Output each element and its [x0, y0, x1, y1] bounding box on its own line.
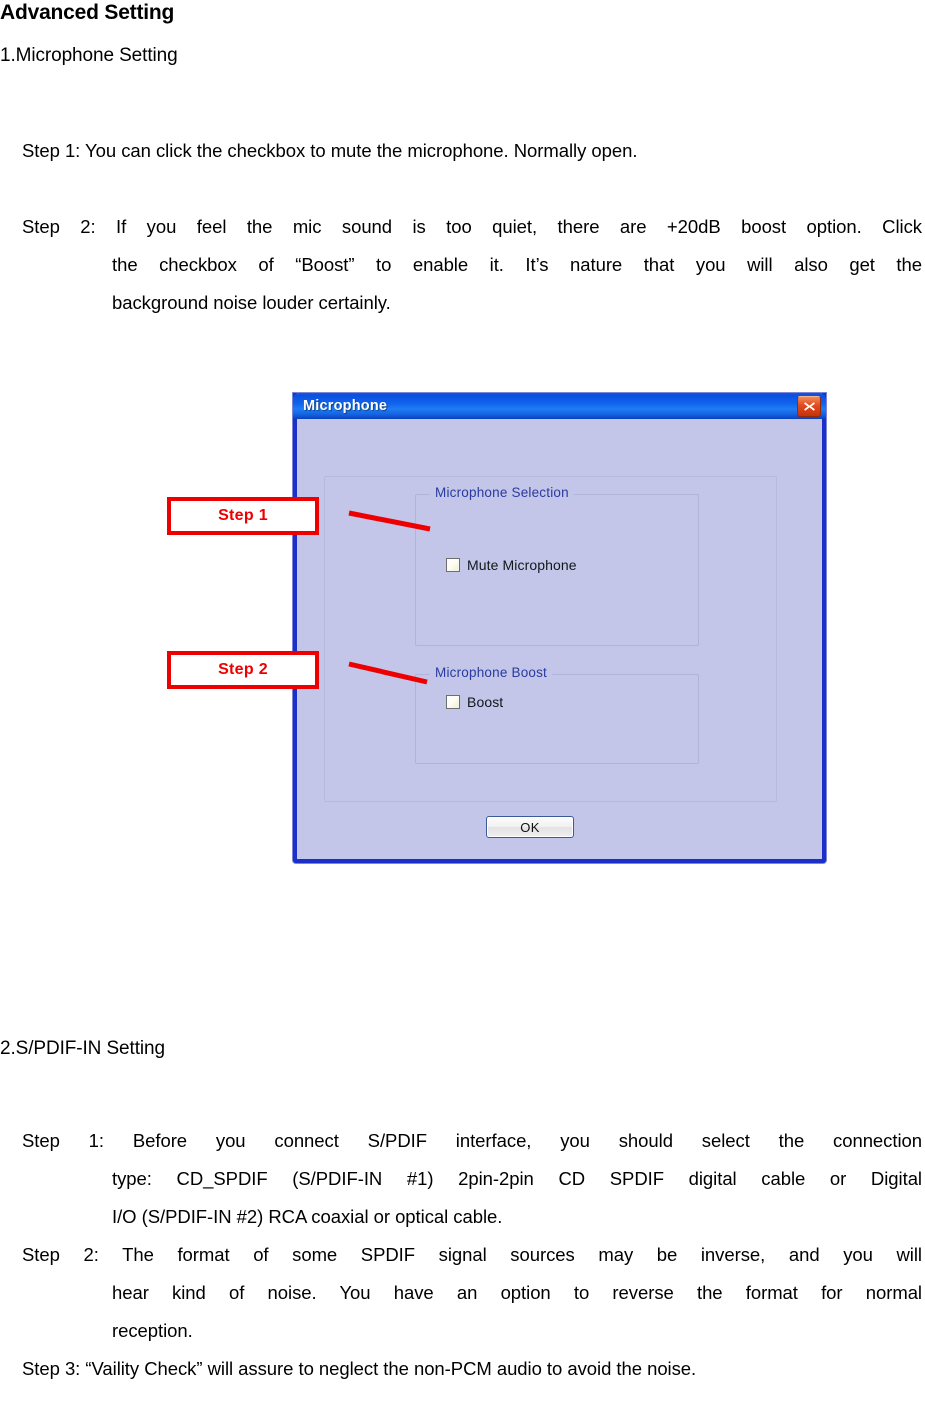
close-icon[interactable] [797, 395, 821, 417]
dialog-title-bar: Microphone [293, 393, 826, 419]
boost-label: Boost [467, 694, 504, 710]
paragraph-line: background noise louder certainly. [112, 292, 391, 313]
paragraph-mic-step2: Step 2: If you feel the mic sound is too… [22, 208, 922, 322]
callout-step-1: Step 1 [167, 497, 319, 535]
group-label: Microphone Boost [430, 665, 553, 680]
group-microphone-selection: Microphone Selection Mute Microphone [415, 485, 699, 646]
section-heading-spdif: 2.S/PDIF-IN Setting [0, 1038, 165, 1059]
section-heading-microphone: 1.Microphone Setting [0, 45, 178, 66]
callout-step-2: Step 2 [167, 651, 319, 689]
dialog-body: Microphone Selection Mute Microphone Mic… [297, 419, 822, 859]
paragraph-spdif-step2: Step 2: The format of some SPDIF signal … [22, 1236, 922, 1350]
dialog-title: Microphone [303, 398, 388, 414]
checkbox-icon[interactable] [446, 695, 460, 709]
page-title: Advanced Setting [0, 1, 175, 24]
dialog-content-panel [324, 476, 777, 802]
mute-microphone-label: Mute Microphone [467, 557, 577, 573]
checkbox-icon[interactable] [446, 558, 460, 572]
paragraph-line: type: CD_SPDIF (S/PDIF-IN #1) 2pin-2pin … [112, 1168, 922, 1189]
mute-microphone-checkbox-row[interactable]: Mute Microphone [446, 557, 577, 573]
paragraph-line: Step 2: If you feel the mic sound is too… [22, 216, 922, 237]
paragraph-mic-step1: Step 1: You can click the checkbox to mu… [22, 132, 912, 170]
ok-button[interactable]: OK [486, 816, 574, 838]
paragraph-line: I/O (S/PDIF-IN #2) RCA coaxial or optica… [112, 1206, 503, 1227]
group-label: Microphone Selection [430, 485, 574, 500]
group-microphone-boost: Microphone Boost Boost [415, 665, 699, 764]
paragraph-line: reception. [112, 1320, 193, 1341]
paragraph-spdif-step1: Step 1: Before you connect S/PDIF interf… [22, 1122, 922, 1236]
paragraph-line: Step 1: You can click the checkbox to mu… [22, 140, 638, 161]
paragraph-spdif-step3: Step 3: “Vaility Check” will assure to n… [22, 1350, 925, 1388]
boost-checkbox-row[interactable]: Boost [446, 694, 503, 710]
paragraph-line: hear kind of noise. You have an option t… [112, 1282, 922, 1303]
paragraph-line: Step 3: “Vaility Check” will assure to n… [22, 1358, 697, 1379]
paragraph-line: Step 2: The format of some SPDIF signal … [22, 1244, 922, 1265]
microphone-dialog: Microphone Microphone Selection Mute Mic… [293, 393, 826, 863]
paragraph-line: Step 1: Before you connect S/PDIF interf… [22, 1130, 922, 1151]
paragraph-line: the checkbox of “Boost” to enable it. It… [112, 254, 922, 275]
